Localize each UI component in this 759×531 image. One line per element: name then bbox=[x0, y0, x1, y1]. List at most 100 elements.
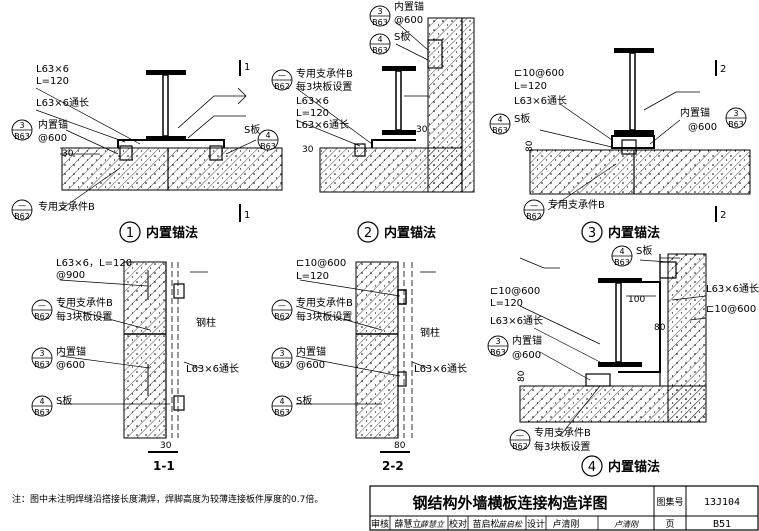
detail-4-drawing bbox=[519, 253, 707, 437]
detail-2-labels: 3 B63 内置锚 @600 4 B63 S板 — B62 专用支承件B 每3块… bbox=[271, 0, 428, 155]
svg-text:B63: B63 bbox=[14, 132, 30, 141]
svg-text:4: 4 bbox=[265, 131, 270, 140]
label-l120: L=120 bbox=[296, 108, 329, 119]
label-c10at600: ⊏10@600 bbox=[490, 286, 540, 297]
detail-3-labels: ⊏10@600 L=120 L63×6通长 4 B63 S板 内置锚 @600 … bbox=[489, 64, 747, 221]
section-mark-1-bottom: 1 bbox=[244, 210, 250, 221]
check-label: 校对 bbox=[449, 518, 467, 530]
label-l63x6-long: L63×6通长 bbox=[296, 119, 349, 131]
label-bracket-b: 专用支承件B bbox=[534, 426, 591, 439]
label-s-plate: S板 bbox=[56, 394, 72, 407]
svg-text:B63: B63 bbox=[614, 258, 630, 267]
label-steel-column: 钢柱 bbox=[196, 316, 216, 329]
svg-text:B63: B63 bbox=[492, 126, 508, 135]
label-s-plate: S板 bbox=[244, 123, 260, 136]
label-bracket-b: 专用支承件B bbox=[38, 200, 95, 213]
ref-bubble-3-b63: 3 B63 bbox=[271, 347, 293, 369]
label-steel-column: 钢柱 bbox=[420, 326, 440, 339]
label-s-plate: S板 bbox=[636, 244, 652, 257]
label-per3: 每3块板设置 bbox=[296, 80, 352, 93]
label-anchor: 内置锚 bbox=[38, 118, 68, 131]
detail-4-labels: 4 B63 S板 ⊏10@600 L=120 L63×6通长 3 B63 内置锚… bbox=[487, 244, 759, 453]
label-anchor: 内置锚 bbox=[56, 345, 86, 358]
drawing-title: 钢结构外墙横板连接构造详图 bbox=[412, 494, 607, 512]
label-per3: 每3块板设置 bbox=[534, 440, 590, 453]
label-at600: @600 bbox=[688, 122, 717, 133]
section-2-2-drawing bbox=[295, 261, 436, 453]
ref-bubble-3-b63: 3 B63 bbox=[487, 335, 509, 357]
section-2-2-title: 2-2 bbox=[382, 459, 404, 473]
dim-80-right: 80 bbox=[654, 323, 666, 333]
section-mark-2-bottom: 2 bbox=[720, 210, 726, 221]
label-l63x6-long: L63×6通长 bbox=[36, 97, 89, 109]
dim-80-left: 80 bbox=[517, 370, 527, 382]
label-l120: L=120 bbox=[296, 271, 329, 282]
atlas-number: 13J104 bbox=[704, 497, 740, 508]
svg-text:B63: B63 bbox=[372, 46, 388, 55]
caption-detail-4: 4 内置锚法 bbox=[581, 455, 660, 477]
section-2-2-labels: ⊏10@600 L=120 — B62 专用支承件B 每3块板设置 3 B63 … bbox=[271, 258, 467, 473]
label-per3: 每3块板设置 bbox=[296, 310, 352, 323]
svg-text:B62: B62 bbox=[34, 312, 50, 321]
review-name: 薛慧立 bbox=[394, 518, 421, 530]
ref-bubble-dash-b62: — B62 bbox=[11, 199, 33, 221]
svg-text:3: 3 bbox=[377, 7, 382, 16]
label-l63x6-long: L63×6通长 bbox=[490, 315, 543, 327]
dim-30-left: 30 bbox=[302, 145, 314, 155]
label-at600: @600 bbox=[512, 350, 541, 361]
label-at600: @600 bbox=[296, 360, 325, 371]
detail-title: 内置锚法 bbox=[146, 225, 198, 241]
svg-text:B63: B63 bbox=[274, 408, 290, 417]
check-name: 苗启松 bbox=[472, 518, 499, 530]
title-block: 钢结构外墙横板连接构造详图 图集号 13J104 审核 薛慧立 薛慧立 校对 苗… bbox=[369, 485, 759, 531]
label-s-plate: S板 bbox=[394, 30, 410, 43]
caption-detail-1: 1 内置锚法 bbox=[119, 221, 198, 243]
label-l63x6-long: L63×6通长 bbox=[514, 95, 567, 107]
label-bracket-b: 专用支承件B bbox=[296, 67, 353, 80]
ref-bubble-dash-b62: — B62 bbox=[523, 199, 545, 221]
ref-bubble-3-b63: 3 B63 bbox=[725, 107, 747, 129]
svg-text:B62: B62 bbox=[274, 82, 290, 91]
svg-text:B63: B63 bbox=[260, 142, 276, 151]
label-l63x6-long: L63×6通长 bbox=[414, 363, 467, 375]
ref-bubble-4-b63: 4 B63 bbox=[31, 395, 53, 417]
label-at900: @900 bbox=[56, 270, 85, 281]
label-bracket-b: 专用支承件B bbox=[548, 198, 605, 211]
label-l120: L=120 bbox=[36, 76, 69, 87]
detail-title: 内置锚法 bbox=[608, 459, 660, 475]
label-anchor: 内置锚 bbox=[394, 0, 424, 13]
label-anchor: 内置锚 bbox=[680, 106, 710, 119]
svg-text:B63: B63 bbox=[34, 360, 50, 369]
detail-number: 1 bbox=[126, 226, 134, 241]
svg-text:B62: B62 bbox=[274, 312, 290, 321]
ref-bubble-4-b63: 4 B63 bbox=[611, 245, 633, 267]
section-1-1-title: 1-1 bbox=[153, 459, 175, 473]
svg-text:—: — bbox=[516, 431, 524, 440]
label-l63x6: L63×6 bbox=[36, 64, 69, 75]
svg-text:4: 4 bbox=[279, 397, 284, 406]
ref-bubble-3-b63: 3 B63 bbox=[31, 347, 53, 369]
label-anchor: 内置锚 bbox=[512, 334, 542, 347]
label-bracket-b: 专用支承件B bbox=[56, 296, 113, 309]
ref-bubble-3-b63: 3 B63 bbox=[11, 119, 33, 141]
ref-bubble-dash-b62: — B62 bbox=[509, 429, 531, 451]
detail-1-labels: L63×6 L=120 L63×6通长 3 B63 内置锚 @600 30 S板… bbox=[11, 62, 279, 221]
general-note: 注：图中未注明焊缝沿搭接长度满焊，焊脚高度为较薄连接板件厚度的0.7倍。 bbox=[12, 493, 323, 505]
detail-2-drawing bbox=[295, 17, 475, 193]
detail-title: 内置锚法 bbox=[608, 225, 660, 241]
svg-text:B63: B63 bbox=[490, 348, 506, 357]
svg-text:3: 3 bbox=[733, 109, 738, 118]
label-c10at600: ⊏10@600 bbox=[514, 68, 564, 79]
svg-text:—: — bbox=[38, 301, 46, 310]
svg-text:—: — bbox=[18, 201, 26, 210]
detail-3-drawing bbox=[529, 48, 751, 222]
ref-bubble-4-b63: 4 B63 bbox=[489, 113, 511, 135]
svg-text:—: — bbox=[278, 301, 286, 310]
svg-text:3: 3 bbox=[279, 349, 284, 358]
label-c10at600: ⊏10@600 bbox=[706, 304, 756, 315]
dim-100: 100 bbox=[628, 295, 645, 305]
ref-bubble-3-b63: 3 B63 bbox=[369, 5, 391, 27]
label-l63x6: L63×6 bbox=[296, 96, 329, 107]
label-l63x6-long: L63×6通长 bbox=[706, 283, 759, 295]
svg-text:—: — bbox=[278, 71, 286, 80]
